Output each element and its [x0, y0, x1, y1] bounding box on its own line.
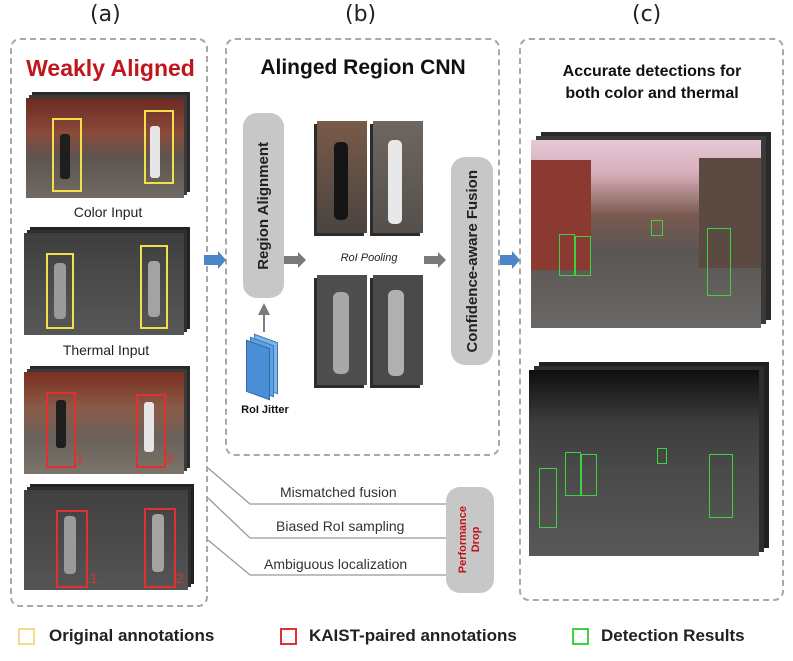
- detection-thermal-image: [529, 370, 759, 556]
- roi-color-crop-2: [370, 121, 423, 236]
- color-input-caption: Color Input: [73, 204, 143, 220]
- color-person-1: [60, 134, 70, 179]
- roi-color-crop-1: [314, 121, 367, 236]
- issue-line-1: [207, 467, 448, 505]
- blue-arrow-a-to-b: [204, 251, 226, 269]
- gray-arrow-to-pooling: [284, 252, 306, 268]
- kaist-annotation-box: [136, 394, 166, 468]
- issue-mismatched-fusion: Mismatched fusion: [280, 484, 397, 500]
- right-title-line-1: Accurate detections for: [562, 63, 742, 80]
- issue-ambiguous-localization: Ambiguous localization: [264, 556, 408, 572]
- region-alignment-block: Region Alignment: [243, 113, 284, 298]
- detection-box: [559, 234, 575, 276]
- kaist-annotation-box: [56, 510, 88, 588]
- legend-kaist: KAIST-paired annotations: [280, 626, 517, 646]
- panel-label-b: (b): [345, 2, 377, 27]
- color-input-stack: [26, 92, 190, 200]
- original-annotation-box: [140, 245, 168, 329]
- kaist-thermal-stack: 1 2: [24, 484, 194, 592]
- thermal-person-1: [54, 263, 66, 319]
- box-number: 2: [166, 450, 174, 466]
- color-person-2: [144, 402, 154, 452]
- roi-jitter-label: RoI Jitter: [241, 404, 289, 416]
- performance-line-2: Drop: [470, 527, 482, 553]
- blue-arrow-b-to-c: [500, 251, 520, 269]
- issue-line-2: [207, 497, 448, 539]
- detection-box: [709, 454, 733, 518]
- legend-kaist-swatch: [280, 627, 297, 645]
- panel-c-frame: [519, 38, 784, 601]
- kaist-thermal-image: 1 2: [24, 490, 188, 590]
- original-annotation-box: [144, 110, 174, 184]
- aligned-rcnn-title: Alinged Region CNN: [260, 56, 466, 79]
- right-title-line-2: both color and thermal: [565, 85, 739, 102]
- detection-color-stack: [531, 132, 771, 328]
- roi-pooling-label: RoI Pooling: [340, 252, 398, 264]
- detection-box: [539, 468, 557, 528]
- color-person-1: [56, 400, 66, 448]
- thermal-person-2: [152, 514, 164, 572]
- performance-line-1: Performance: [457, 506, 469, 574]
- gray-arrow-to-fusion: [424, 252, 446, 268]
- panel-b-frame: [225, 38, 500, 456]
- thermal-person-1: [64, 516, 76, 574]
- panel-label-a: (a): [90, 2, 121, 27]
- legend-detection: Detection Results: [572, 626, 745, 646]
- detection-box: [581, 454, 597, 496]
- performance-drop-label: Performance Drop: [457, 506, 483, 573]
- legend-original-label: Original annotations: [49, 626, 215, 645]
- panel-a-frame: [10, 38, 208, 607]
- detection-box: [657, 448, 667, 464]
- region-alignment-label: Region Alignment: [255, 141, 272, 270]
- detection-box: [651, 220, 663, 236]
- roi-thermal-crop-1: [314, 275, 367, 388]
- thermal-input-stack: [24, 227, 190, 337]
- kaist-color-stack: 1 2: [24, 366, 190, 476]
- issue-line-3: [207, 539, 448, 576]
- legend-detection-label: Detection Results: [601, 626, 745, 645]
- kaist-annotation-box: [144, 508, 176, 588]
- box-number: 2: [176, 570, 184, 586]
- color-input-image: [26, 98, 184, 198]
- performance-drop-block: Performance Drop: [446, 487, 494, 593]
- detection-box: [707, 228, 731, 296]
- box-number: 1: [90, 570, 98, 586]
- thermal-input-image: [24, 233, 184, 335]
- box-number: 1: [76, 450, 84, 466]
- legend-original: Original annotations: [18, 626, 214, 646]
- original-annotation-box: [52, 118, 82, 192]
- weakly-aligned-title: Weakly Aligned: [26, 55, 195, 81]
- roi-jitter-icon: [246, 333, 282, 401]
- detection-color-image: [531, 140, 761, 328]
- thermal-input-caption: Thermal Input: [62, 342, 150, 358]
- color-person-2: [150, 126, 160, 178]
- original-annotation-box: [46, 253, 74, 329]
- legend-kaist-label: KAIST-paired annotations: [309, 626, 517, 645]
- issue-biased-roi-sampling: Biased RoI sampling: [276, 518, 405, 534]
- kaist-annotation-box: [46, 392, 76, 468]
- fusion-label: Confidence-aware Fusion: [463, 169, 481, 353]
- legend-detection-swatch: [572, 627, 589, 645]
- detection-box: [575, 236, 591, 276]
- kaist-color-image: 1 2: [24, 372, 184, 474]
- fusion-block: Confidence-aware Fusion: [451, 157, 493, 365]
- detection-thermal-stack: [529, 362, 769, 556]
- detection-box: [565, 452, 581, 496]
- panel-label-c: (c): [632, 2, 662, 27]
- legend-original-swatch: [18, 627, 35, 645]
- roi-thermal-crop-2: [370, 275, 423, 388]
- thermal-person-2: [148, 261, 160, 317]
